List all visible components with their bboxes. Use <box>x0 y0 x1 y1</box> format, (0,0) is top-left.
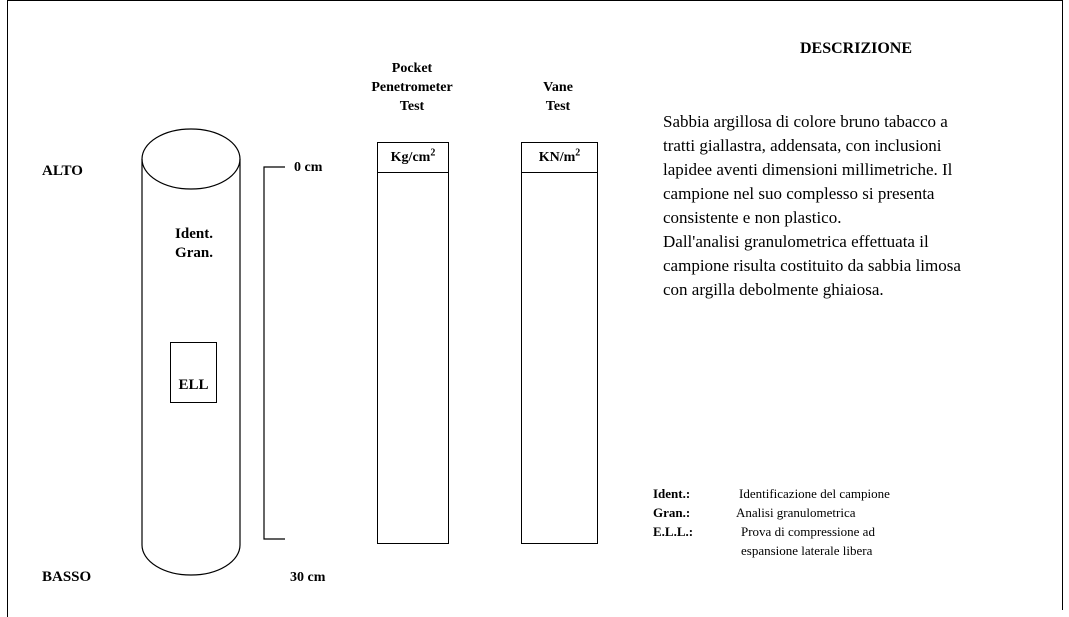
legend-value: espansione laterale libera <box>741 541 872 560</box>
unit-base: Kg/cm <box>391 150 431 165</box>
frame-left-border <box>7 0 8 617</box>
header-line: Vane <box>518 78 598 97</box>
legend-key: Ident.: <box>653 484 690 503</box>
vane-test-column: KN/m2 <box>521 142 598 544</box>
frame-right-border <box>1062 0 1063 610</box>
pocket-penetrometer-header: Pocket Penetrometer Test <box>352 59 472 116</box>
depth-scale-bracket <box>260 165 290 545</box>
legend-key: E.L.L.: <box>653 522 693 541</box>
depth-bottom-label: 30 cm <box>290 570 325 586</box>
unit-base: KN/m <box>539 150 576 165</box>
gran-text: Gran. <box>145 244 243 263</box>
vane-test-header: Vane Test <box>518 78 598 116</box>
legend-value: Analisi granulometrica <box>736 503 856 522</box>
legend-value: Prova di compressione ad <box>741 522 875 541</box>
header-line: Pocket <box>352 59 472 78</box>
ell-box: ELL <box>170 342 217 403</box>
description-paragraph: Sabbia argillosa di colore bruno tabacco… <box>663 110 1053 230</box>
header-line: Penetrometer <box>352 78 472 97</box>
header-line: Test <box>352 97 472 116</box>
unit-superscript: 2 <box>430 147 435 158</box>
ell-label: ELL <box>171 377 216 394</box>
legend-key: Gran.: <box>653 503 690 522</box>
vane-test-unit: KN/m2 <box>522 143 597 173</box>
legend-value: Identificazione del campione <box>739 484 890 503</box>
unit-superscript: 2 <box>575 147 580 158</box>
pocket-penetrometer-unit: Kg/cm2 <box>378 143 448 173</box>
description-title: DESCRIZIONE <box>800 40 912 58</box>
description-text: Sabbia argillosa di colore bruno tabacco… <box>663 110 1053 302</box>
frame-top-border <box>7 0 1063 1</box>
top-label: ALTO <box>42 163 83 180</box>
ident-text: Ident. <box>145 225 243 244</box>
header-line: Test <box>518 97 598 116</box>
description-paragraph: Dall'analisi granulometrica effettuata i… <box>663 230 1053 302</box>
bottom-label: BASSO <box>42 569 91 586</box>
sample-ident-label: Ident. Gran. <box>145 225 243 263</box>
depth-top-label: 0 cm <box>294 160 322 176</box>
pocket-penetrometer-column: Kg/cm2 <box>377 142 449 544</box>
